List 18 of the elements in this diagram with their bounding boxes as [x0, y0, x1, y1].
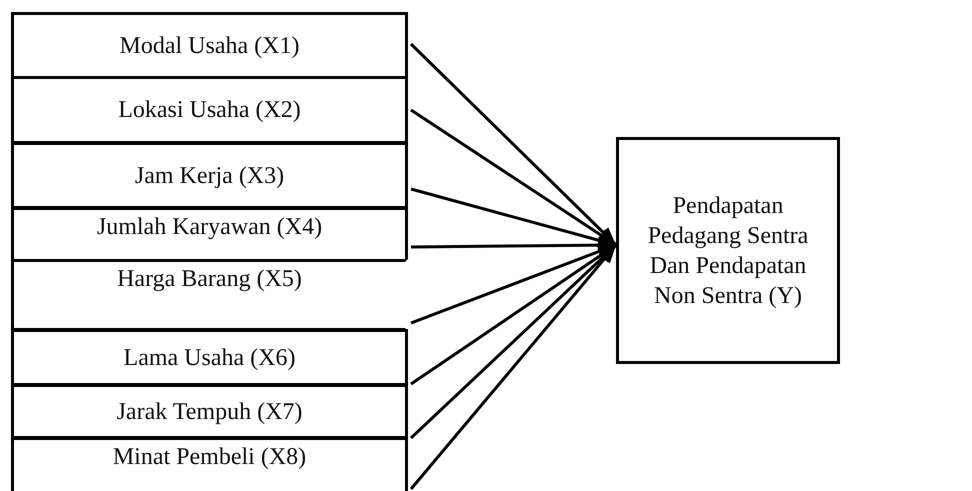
variable-label: Lokasi Usaha (X2) [118, 96, 301, 125]
variable-box [11, 329, 408, 386]
variable-label: Jumlah Karyawan (X4) [96, 213, 322, 242]
variable-box [11, 259, 408, 331]
outcome-box [616, 137, 840, 364]
variable-label: Jam Kerja (X3) [134, 162, 284, 190]
variable-label: Lama Usaha (X6) [124, 344, 296, 372]
variable-label: Jarak Tempuh (X7) [116, 398, 302, 426]
outcome-label: Pendapatan Pedagang Sentra Dan Pendapatan Non Sentra (Y) [646, 192, 810, 310]
variable-box [11, 384, 408, 439]
variable-box [11, 207, 408, 262]
variable-label: Harga Barang (X5) [117, 265, 302, 294]
variable-box [11, 437, 408, 491]
variable-box [11, 12, 408, 79]
variable-label: Modal Usaha (X1) [120, 32, 300, 60]
variable-label: Minat Pembeli (X8) [112, 443, 306, 472]
variable-box [11, 76, 408, 144]
variable-box [11, 142, 408, 209]
